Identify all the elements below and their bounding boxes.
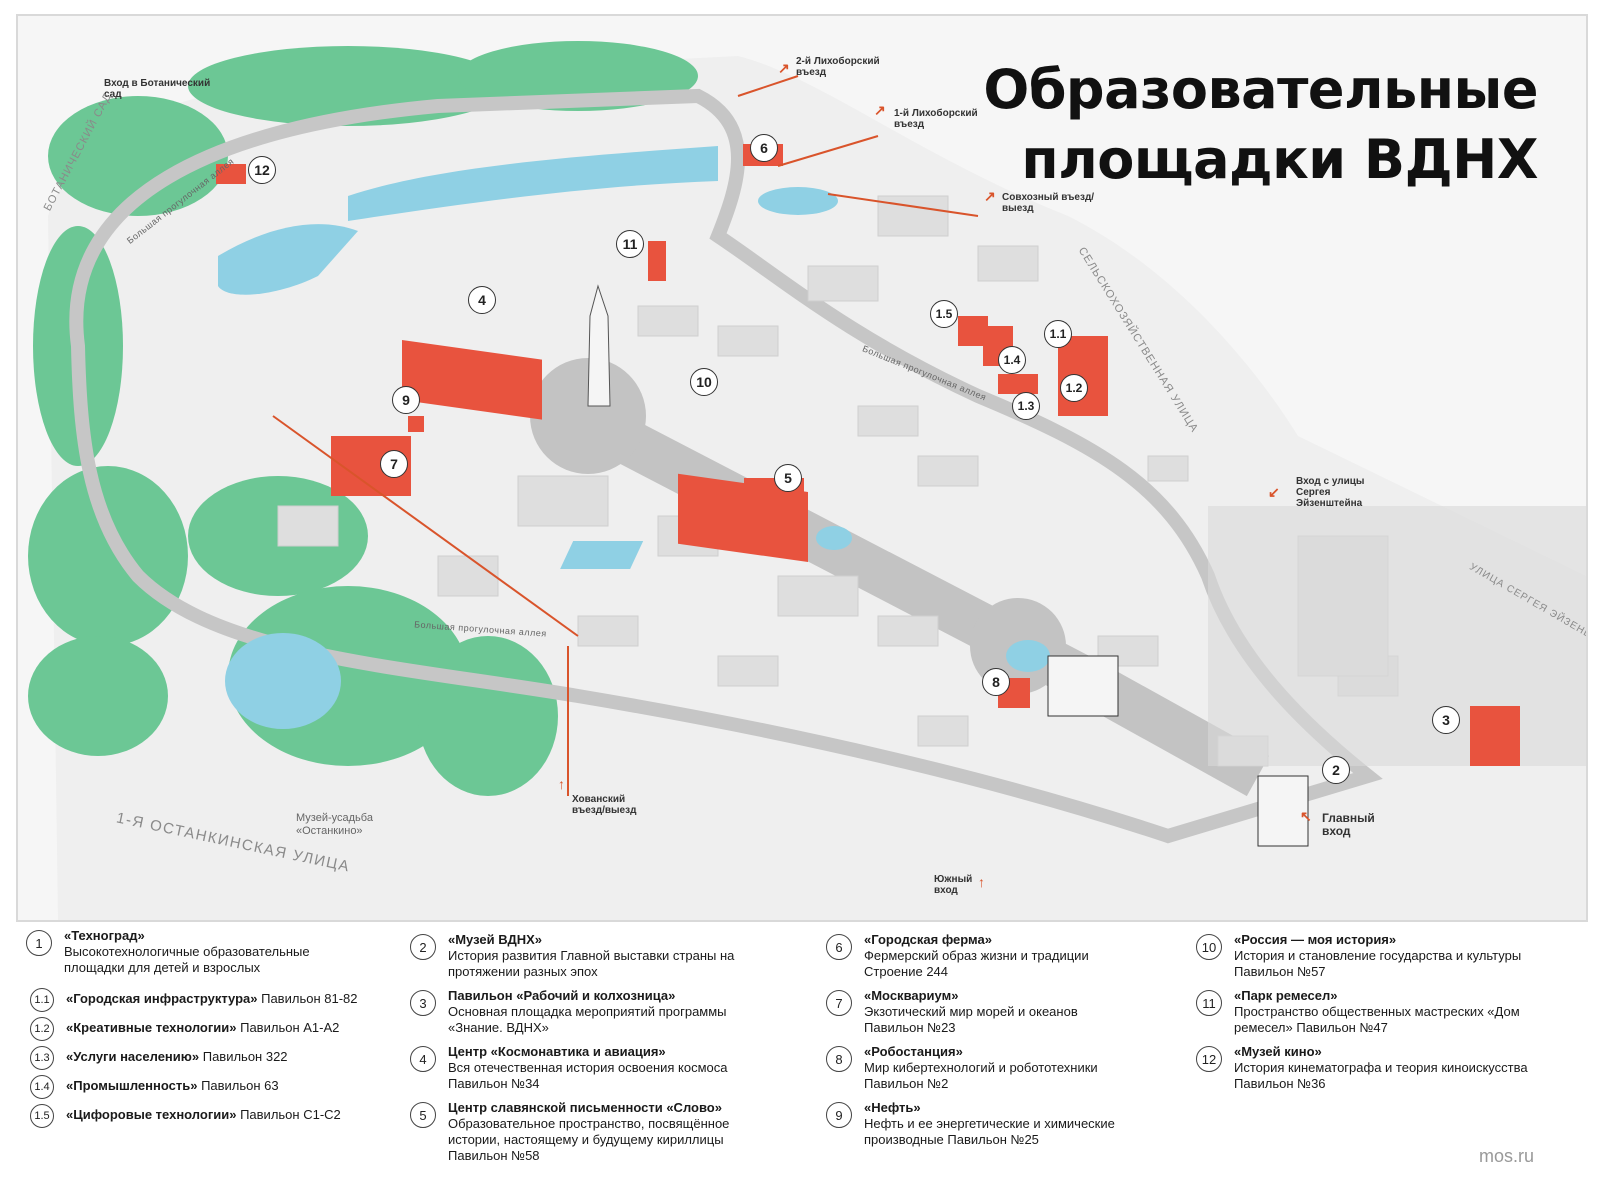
map-marker-1-1: 1.1 bbox=[1044, 320, 1072, 348]
map-marker-3: 3 bbox=[1432, 706, 1460, 734]
map-marker-6: 6 bbox=[750, 134, 778, 162]
legend-number: 1.5 bbox=[30, 1104, 54, 1128]
legend-number: 11 bbox=[1196, 990, 1222, 1016]
arrow-icon: ↗ bbox=[984, 188, 996, 204]
eisenstein-district bbox=[1208, 506, 1586, 766]
arrow-icon: ↖ bbox=[1300, 808, 1312, 824]
legend-text: «Цифоровые технологии» Павильон С1-С2 bbox=[66, 1107, 341, 1122]
legend-desc: Основная площадка мероприятий программы … bbox=[448, 1004, 727, 1035]
legend-number: 12 bbox=[1196, 1046, 1222, 1072]
source-credit: mos.ru bbox=[1478, 1146, 1534, 1166]
legend-desc: Вся отечественная история освоения космо… bbox=[448, 1060, 728, 1091]
legend-desc: Образовательное пространство, посвящённо… bbox=[448, 1116, 730, 1163]
map-marker-12: 12 bbox=[248, 156, 276, 184]
legend-title: «Городская ферма» bbox=[864, 932, 992, 947]
legend-number: 9 bbox=[826, 1102, 852, 1128]
legend-title: «Парк ремесел» bbox=[1234, 988, 1338, 1003]
rocket bbox=[587, 284, 611, 407]
arrow-icon: ↑ bbox=[978, 874, 985, 890]
arrow-icon: ↗ bbox=[778, 60, 790, 76]
legend-desc: История кинематографа и теория киноискус… bbox=[1234, 1060, 1528, 1091]
legend-title: «Робостанция» bbox=[864, 1044, 963, 1059]
arrow-icon: ↗ bbox=[874, 102, 886, 118]
legend-desc: История развития Главной выставки страны… bbox=[448, 948, 735, 979]
legend-number: 5 bbox=[410, 1102, 436, 1128]
legend-desc: Нефть и ее энергетические и химические п… bbox=[864, 1116, 1115, 1147]
legend-number: 6 bbox=[826, 934, 852, 960]
label-likhobor2: 2-й Лихоборский въезд bbox=[796, 56, 880, 78]
label-sovkhoz: Совхозный въезд/выезд bbox=[1002, 192, 1095, 214]
legend-text: «Промышленность» Павильон 63 bbox=[66, 1078, 279, 1093]
legend-desc: Высокотехнологичные образовательные площ… bbox=[64, 944, 310, 975]
legend-title: «Техноград» bbox=[64, 928, 145, 943]
legend-number: 2 bbox=[410, 934, 436, 960]
legend-title: Центр славянской письменности «Слово» bbox=[448, 1100, 722, 1115]
legend-desc: Экзотический мир морей и океанов Павильо… bbox=[864, 1004, 1078, 1035]
legend-title: «Россия — моя история» bbox=[1234, 932, 1397, 947]
legend-title: «Нефть» bbox=[864, 1100, 921, 1115]
legend-number: 4 bbox=[410, 1046, 436, 1072]
main-entrance-arch bbox=[1257, 775, 1309, 847]
label-eisenstein-entrance: Вход с улицы Сергея Эйзенштейна bbox=[1296, 476, 1365, 509]
legend-text: «Городская инфраструктура» Павильон 81-8… bbox=[66, 991, 358, 1006]
map-marker-1-5: 1.5 bbox=[930, 300, 958, 328]
map-marker-10: 10 bbox=[690, 368, 718, 396]
arrow-icon: ↙ bbox=[1268, 484, 1280, 500]
map-marker-1-4: 1.4 bbox=[998, 346, 1026, 374]
legend-desc: Пространство общественных мастреских «До… bbox=[1234, 1004, 1520, 1035]
legend-text: «Услуги населению» Павильон 322 bbox=[66, 1049, 288, 1064]
map-marker-8: 8 bbox=[982, 668, 1010, 696]
cosmos-square bbox=[530, 358, 646, 474]
arrow-icon: ↑ bbox=[558, 776, 565, 792]
map-marker-1-3: 1.3 bbox=[1012, 392, 1040, 420]
legend-number: 8 bbox=[826, 1046, 852, 1072]
legend-number: 10 bbox=[1196, 934, 1222, 960]
map-marker-9: 9 bbox=[392, 386, 420, 414]
label-botanic-entrance: Вход в Ботанический сад bbox=[104, 78, 211, 100]
central-pavilion bbox=[1047, 655, 1119, 717]
map-marker-4: 4 bbox=[468, 286, 496, 314]
legend-desc: История и становление государства и куль… bbox=[1234, 948, 1522, 979]
legend-number: 1.1 bbox=[30, 988, 54, 1012]
map-marker-7: 7 bbox=[380, 450, 408, 478]
label-south-entrance: Южный вход bbox=[934, 874, 973, 896]
highlighted-pavilions bbox=[216, 144, 1520, 766]
legend-title: «Музей ВДНХ» bbox=[448, 932, 543, 947]
label-main-entrance: Главный вход bbox=[1322, 811, 1375, 838]
legend-title: Павильон «Рабочий и колхозница» bbox=[448, 988, 676, 1003]
legend-title: Центр «Космонавтика и авиация» bbox=[448, 1044, 666, 1059]
legend-title: «Музей кино» bbox=[1234, 1044, 1322, 1059]
map-marker-5: 5 bbox=[774, 464, 802, 492]
vdnh-map bbox=[18, 16, 1586, 920]
map-title-line1: Образовательные bbox=[983, 58, 1538, 121]
legend-number: 1.2 bbox=[30, 1017, 54, 1041]
legend-number: 1.4 bbox=[30, 1075, 54, 1099]
map-marker-2: 2 bbox=[1322, 756, 1350, 784]
map-title-line2: площадки ВДНХ bbox=[1021, 128, 1538, 191]
map-frame: Образовательные площадки ВДНХ Вход в Бот… bbox=[16, 14, 1588, 922]
legend-title: «Москвариум» bbox=[864, 988, 959, 1003]
label-likhobor1: 1-й Лихоборский въезд bbox=[894, 108, 978, 130]
water-bodies bbox=[218, 146, 1050, 729]
legend-desc: Мир кибертехнологий и робототехники Пави… bbox=[864, 1060, 1098, 1091]
map-marker-11: 11 bbox=[616, 230, 644, 258]
legend-number: 3 bbox=[410, 990, 436, 1016]
label-ostankino-museum: Музей-усадьба «Останкино» bbox=[296, 812, 373, 837]
legend-desc: Фермерский образ жизни и традиции Строен… bbox=[864, 948, 1089, 979]
legend-text: «Креативные технологии» Павильон А1-А2 bbox=[66, 1020, 340, 1035]
label-khovansky: Хованский въезд/выезд bbox=[572, 794, 637, 816]
legend-number: 1.3 bbox=[30, 1046, 54, 1070]
legend-number: 7 bbox=[826, 990, 852, 1016]
legend-number: 1 bbox=[26, 930, 52, 956]
map-marker-1-2: 1.2 bbox=[1060, 374, 1088, 402]
